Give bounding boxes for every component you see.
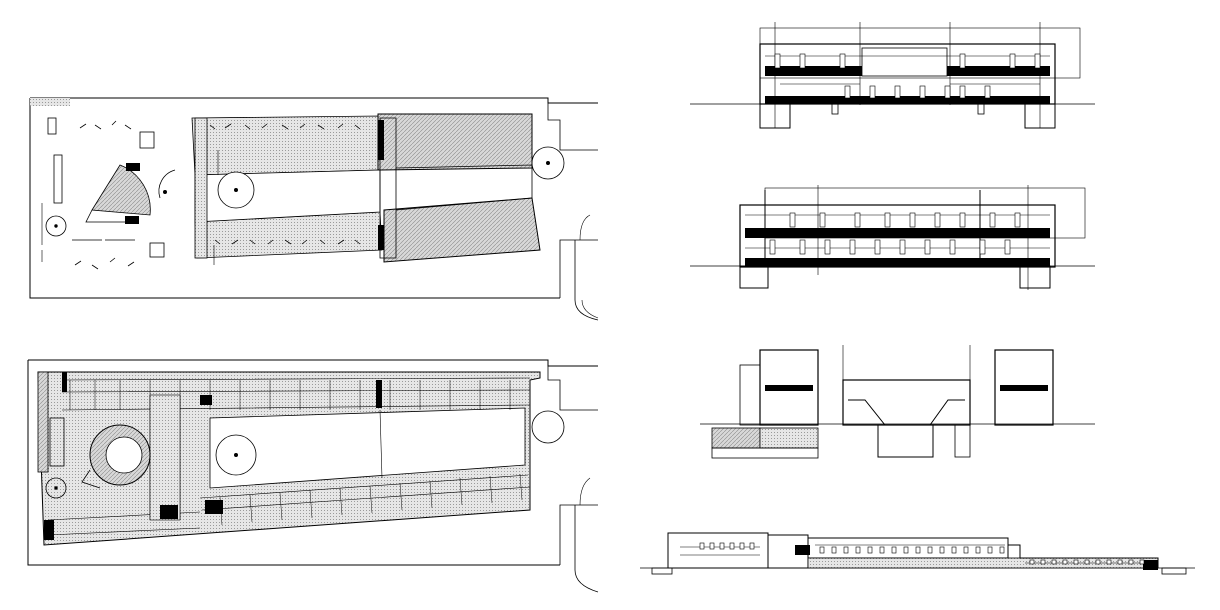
elevation-window — [729, 542, 735, 550]
section-b-window — [884, 212, 891, 228]
elevation-window — [709, 542, 715, 550]
elevation-window — [819, 546, 825, 554]
section-b-window — [819, 212, 826, 228]
elevation-window — [903, 546, 909, 554]
section-b-window — [799, 239, 806, 255]
section-a-window — [984, 85, 991, 99]
section-c — [700, 345, 1095, 459]
section-a-window — [944, 85, 951, 99]
section-b-window — [789, 212, 796, 228]
plan-roof — [29, 97, 599, 321]
elevation-window — [999, 546, 1005, 554]
section-b-window — [924, 239, 931, 255]
section-b-window — [934, 212, 941, 228]
elevation-long — [640, 532, 1195, 575]
section-a-window — [774, 53, 781, 69]
elevation-window — [749, 542, 755, 550]
section-a-window — [894, 85, 901, 99]
section-a-window — [1034, 53, 1041, 69]
elevation-window — [739, 542, 745, 550]
elevation-window — [719, 542, 725, 550]
elevation-window — [1073, 559, 1079, 565]
elevation-window — [1128, 559, 1134, 565]
elevation-window — [939, 546, 945, 554]
section-b-window — [979, 239, 986, 255]
elevation-window — [1029, 559, 1035, 565]
elevation-window — [1095, 559, 1101, 565]
section-b-window — [824, 239, 831, 255]
section-b-window — [989, 212, 996, 228]
section-a-window — [839, 53, 846, 69]
elevation-window — [927, 546, 933, 554]
section-a-window — [919, 85, 926, 99]
section-b-window — [899, 239, 906, 255]
section-a-window — [869, 85, 876, 99]
elevation-window — [831, 546, 837, 554]
section-a-window — [959, 53, 966, 69]
elevation-window — [879, 546, 885, 554]
elevation-window — [699, 542, 705, 550]
section-b-window — [1014, 212, 1021, 228]
section-a-window — [799, 53, 806, 69]
section-b-window — [959, 212, 966, 228]
section-a-window — [844, 85, 851, 99]
section-b-window — [769, 239, 776, 255]
section-a-window — [959, 85, 966, 99]
elevation-window — [855, 546, 861, 554]
elevation-window — [987, 546, 993, 554]
section-b-window — [854, 212, 861, 228]
elevation-window — [915, 546, 921, 554]
elevation-window — [975, 546, 981, 554]
section-b-window — [849, 239, 856, 255]
section-b — [690, 185, 1095, 290]
elevation-window — [891, 546, 897, 554]
section-b-window — [874, 239, 881, 255]
section-a — [690, 22, 1095, 129]
elevation-window — [1117, 559, 1123, 565]
elevation-window — [867, 546, 873, 554]
elevation-window — [1040, 559, 1046, 565]
elevation-window — [951, 546, 957, 554]
detail-marks — [699, 53, 1145, 565]
elevation-window — [843, 546, 849, 554]
section-a-window — [1009, 53, 1016, 69]
elevation-window — [1051, 559, 1057, 565]
elevation-window — [963, 546, 969, 554]
elevation-window — [1106, 559, 1112, 565]
plan-ground — [27, 359, 599, 593]
elevation-window — [1139, 559, 1145, 565]
elevation-window — [1084, 559, 1090, 565]
section-b-window — [909, 212, 916, 228]
elevation-window — [1062, 559, 1068, 565]
section-b-window — [949, 239, 956, 255]
section-b-window — [1004, 239, 1011, 255]
